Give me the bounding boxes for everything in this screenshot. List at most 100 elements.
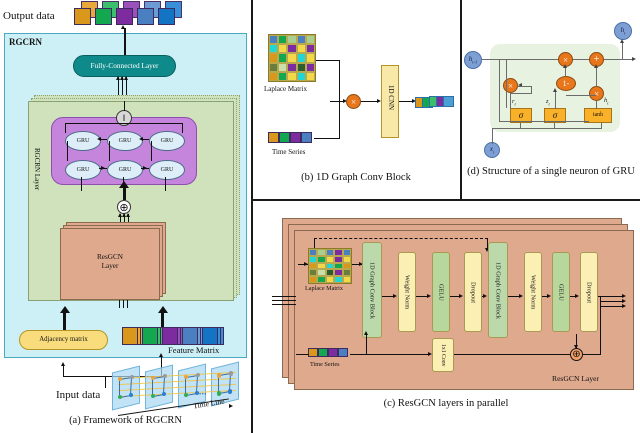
panel-a-caption: (a) Framework of RGCRN <box>69 415 182 426</box>
matrix-cell <box>287 62 297 72</box>
wire-reset-mult-rail <box>518 85 532 87</box>
wire-x-to-reset <box>520 123 522 129</box>
arrowhead-bus-fc-3 <box>123 76 128 80</box>
pipeline-block-norm: Dropout <box>464 252 482 332</box>
sum-symbol: ⊕ <box>119 201 129 214</box>
pipeline-block-label: 1D Graph Conv Block <box>368 261 376 319</box>
arrowhead-laplace-in <box>304 261 308 266</box>
graph-node <box>151 375 156 380</box>
pipeline-connector-head <box>483 293 487 298</box>
arrowhead-output-3 <box>622 303 626 308</box>
pipeline-connector <box>382 296 394 297</box>
pipeline-block-label: Dropout <box>585 281 593 303</box>
arrowhead-feature-up <box>157 306 168 313</box>
matrix-cell <box>296 71 306 81</box>
update-multiply-symbol: × <box>562 54 569 65</box>
update-gate-sigma: σ <box>552 110 558 120</box>
gru-link-head <box>97 136 101 141</box>
graph-node <box>129 393 134 398</box>
arrow-fc-to-output <box>124 28 126 60</box>
graph-node <box>196 372 201 377</box>
arrowhead-state-rail <box>632 56 636 61</box>
graph-node <box>217 391 222 396</box>
matrix-cell <box>334 255 343 263</box>
pipeline-connector-head <box>427 293 431 298</box>
gru-link <box>141 139 149 140</box>
matrix-cell <box>269 53 279 63</box>
input-stem <box>105 376 106 388</box>
skip-conv-label: 1x1 Conv <box>432 340 454 370</box>
arrowhead-bus-fc-2 <box>119 76 124 80</box>
matrix-cell <box>296 62 306 72</box>
wire-add-to-hout <box>622 42 624 60</box>
wire-hprev-branch <box>499 60 501 122</box>
arrowhead-input-right <box>158 353 163 357</box>
matrix-cell <box>278 62 288 72</box>
arrowhead-resgcn-sum-3 <box>125 213 130 217</box>
concat-to-bus <box>124 101 125 111</box>
arrowhead-input-left <box>60 362 65 366</box>
graph-node <box>217 373 222 378</box>
matrix-cell <box>309 255 318 263</box>
gru-cell-label: GRU <box>160 167 174 173</box>
wire-timeseries-up <box>339 102 340 139</box>
matrix-cell <box>334 249 343 256</box>
rgcrn-layer-label: RGCRN Layer <box>33 148 41 191</box>
graph-node <box>195 390 200 395</box>
matrix-cell <box>296 35 306 45</box>
gru-link-head <box>101 165 105 170</box>
arrowhead-lower-rail <box>428 351 432 356</box>
add-symbol: + <box>593 54 600 65</box>
arrowhead-resgcn-sum-2 <box>121 213 126 217</box>
panel-d-caption: (d) Structure of a single neuron of GRU <box>467 166 635 177</box>
gru-link <box>165 177 166 191</box>
arrowhead-sum-to-gru <box>119 181 129 188</box>
matrix-cell <box>269 71 279 81</box>
panel-c: ResGCN Layer Laplace Matrix 1D Graph Con… <box>252 200 640 433</box>
gru-cell-label: GRU <box>76 138 90 144</box>
adjacency-matrix-box <box>19 330 108 350</box>
cube-front-face <box>137 8 154 25</box>
cube-front-face <box>116 8 133 25</box>
output-bus-line-1 <box>600 296 624 298</box>
gru-cell-label: GRU <box>118 167 132 173</box>
pipeline-connector <box>508 296 520 297</box>
fully-connected-layer-label: Fully-Connected Layer <box>90 61 159 70</box>
rgcrn-title: RGCRN <box>9 37 42 47</box>
time-series-cell <box>301 132 312 143</box>
pipeline-connector-head <box>459 293 463 298</box>
matrix-cell <box>305 44 315 54</box>
concat-symbol: ‖ <box>122 113 126 123</box>
input-bus-line-1 <box>272 296 296 298</box>
arrowhead-adjacency-up <box>59 306 70 313</box>
graph-node <box>228 389 233 394</box>
wire-laplace-down <box>339 60 340 102</box>
pipeline-block-label: Weight Norm <box>403 274 411 310</box>
matrix-cell <box>325 276 335 283</box>
skip-conv-out-rail <box>454 354 574 356</box>
x-input-state: xt <box>484 142 500 158</box>
gru-link <box>81 177 82 191</box>
arrow-cnn-to-output <box>399 101 414 102</box>
reset-multiply-symbol: × <box>507 80 514 91</box>
matrix-cell <box>296 53 306 63</box>
output-bus-stem <box>583 354 601 356</box>
output-bus-line-2 <box>600 301 624 303</box>
gru-cell: GRU <box>65 160 101 180</box>
pipeline-block-norm: Weight Norm <box>524 252 542 332</box>
matrix-cell <box>269 35 279 45</box>
panel-b-caption: (b) 1D Graph Conv Block <box>301 172 411 183</box>
pipeline-block-norm: Weight Norm <box>398 252 416 332</box>
arrowhead-bus-fc-1 <box>115 76 120 80</box>
h-prev-label: ht-1 <box>468 55 478 65</box>
matrix-cell <box>287 53 297 63</box>
wire-laplace-out <box>316 60 340 61</box>
h-out-label: ht <box>620 26 626 36</box>
graph-snapshot-plane <box>112 365 140 411</box>
input-to-resgcn-2 <box>123 300 124 308</box>
wire-hprev-to-tanh <box>499 121 589 123</box>
gru-cell: GRU <box>65 131 101 151</box>
pipeline-block-label: 1D Graph Conv Block <box>494 261 502 319</box>
laplace-matrix-c <box>308 248 352 284</box>
